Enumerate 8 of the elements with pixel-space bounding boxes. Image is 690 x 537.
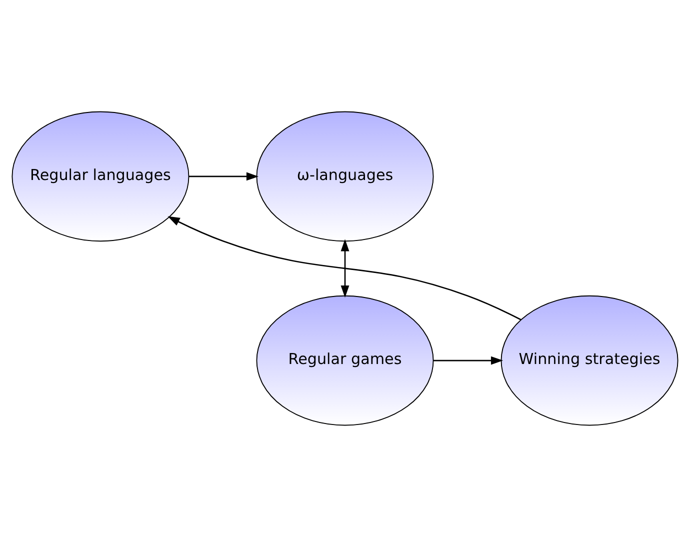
arrow xyxy=(433,356,504,365)
arrow xyxy=(188,172,259,181)
node-ellipse: Winning strategies xyxy=(500,295,678,426)
arrow xyxy=(340,239,350,298)
node-ellipse: Regular games xyxy=(256,295,434,426)
node-ellipse: Regular languages xyxy=(12,111,190,242)
node-ellipse: ω-languages xyxy=(256,111,434,242)
arrow xyxy=(168,216,522,320)
